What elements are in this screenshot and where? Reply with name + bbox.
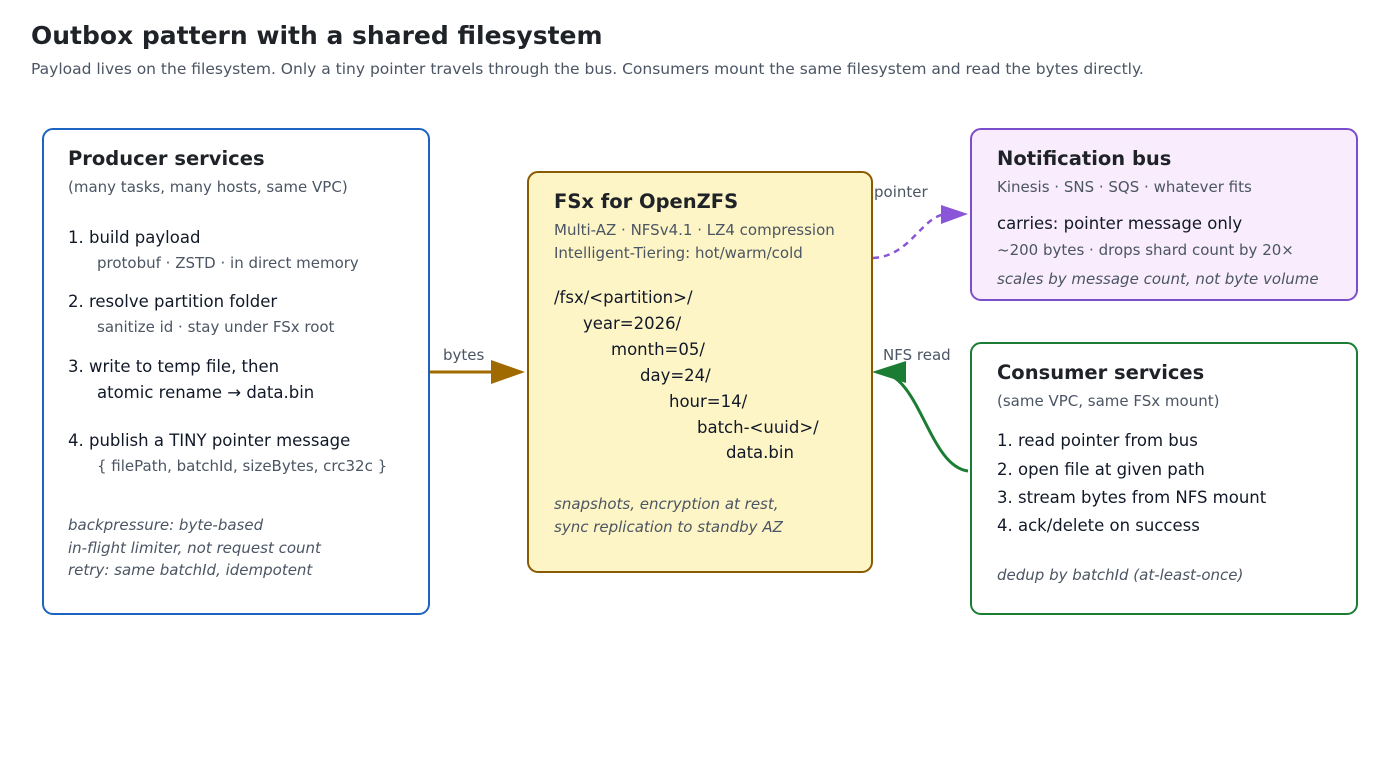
fsx-path-segment: month=05/ [611,340,705,359]
fsx-note: snapshots, encryption at rest, [554,495,779,513]
fsx-path-segment: data.bin [726,443,794,462]
nfs-read-arrowhead [872,361,906,383]
producer-step-detail: { filePath, batchId, sizeBytes, crc32c } [97,457,388,475]
consumer-step: 3. stream bytes from NFS mount [997,488,1267,507]
bytes-label: bytes [443,346,485,364]
producer-note: retry: same batchId, idempotent [68,561,313,579]
consumer-services-box: Consumer services (same VPC, same FSx mo… [970,342,1358,615]
pointer-label: pointer [874,183,928,201]
bus-size: ~200 bytes · drops shard count by 20× [997,241,1294,259]
producer-note: backpressure: byte-based [68,516,264,534]
fsx-openzfs-box: FSx for OpenZFS Multi-AZ · NFSv4.1 · LZ4… [527,171,873,573]
producer-step-label: 4. publish a TINY pointer message [68,431,351,450]
consumer-note: dedup by batchId (at-least-once) [997,566,1244,584]
producer-step-label: 2. resolve partition folder [68,292,278,311]
producer-step-detail: protobuf · ZSTD · in direct memory [97,254,359,272]
consumer-step: 2. open file at given path [997,460,1205,479]
consumer-title: Consumer services [997,361,1205,384]
producer-step-detail: sanitize id · stay under FSx root [97,318,335,336]
pointer-arrow-line [872,212,949,260]
bus-subtitle: Kinesis · SNS · SQS · whatever fits [997,178,1252,196]
fsx-title: FSx for OpenZFS [554,190,739,213]
fsx-path-segment: /fsx/<partition>/ [554,288,693,307]
fsx-path-segment: year=2026/ [583,314,682,333]
producer-services-box: Producer services (many tasks, many host… [42,128,430,615]
consumer-subtitle: (same VPC, same FSx mount) [997,392,1220,410]
producer-step-label: 1. build payload [68,228,201,247]
fsx-path-segment: batch-<uuid>/ [697,418,819,437]
diagram-title: Outbox pattern with a shared filesystem [31,21,603,50]
fsx-path-segment: day=24/ [640,366,711,385]
diagram-subtitle: Payload lives on the filesystem. Only a … [31,60,1144,78]
fsx-path-segment: hour=14/ [669,392,748,411]
nfs-read-arrow-line [877,370,969,473]
fsx-feature: Multi-AZ · NFSv4.1 · LZ4 compression [554,221,835,239]
producer-title: Producer services [68,147,265,170]
bus-note: scales by message count, not byte volume [997,270,1319,288]
notification-bus-box: Notification bus Kinesis · SNS · SQS · w… [970,128,1358,301]
fsx-feature: Intelligent-Tiering: hot/warm/cold [554,244,803,262]
fsx-note: sync replication to standby AZ [554,518,783,536]
producer-step-label: 3. write to temp file, then [68,357,280,376]
bytes-arrowhead [491,360,525,384]
pointer-arrowhead [941,205,968,224]
bus-title: Notification bus [997,147,1172,170]
bus-carries: carries: pointer message only [997,214,1243,233]
consumer-step: 1. read pointer from bus [997,431,1198,450]
producer-note: in-flight limiter, not request count [68,539,321,557]
nfs-read-label: NFS read [883,346,951,364]
consumer-step: 4. ack/delete on success [997,516,1200,535]
producer-subtitle: (many tasks, many hosts, same VPC) [68,178,348,196]
producer-step-detail: atomic rename → data.bin [97,383,315,402]
